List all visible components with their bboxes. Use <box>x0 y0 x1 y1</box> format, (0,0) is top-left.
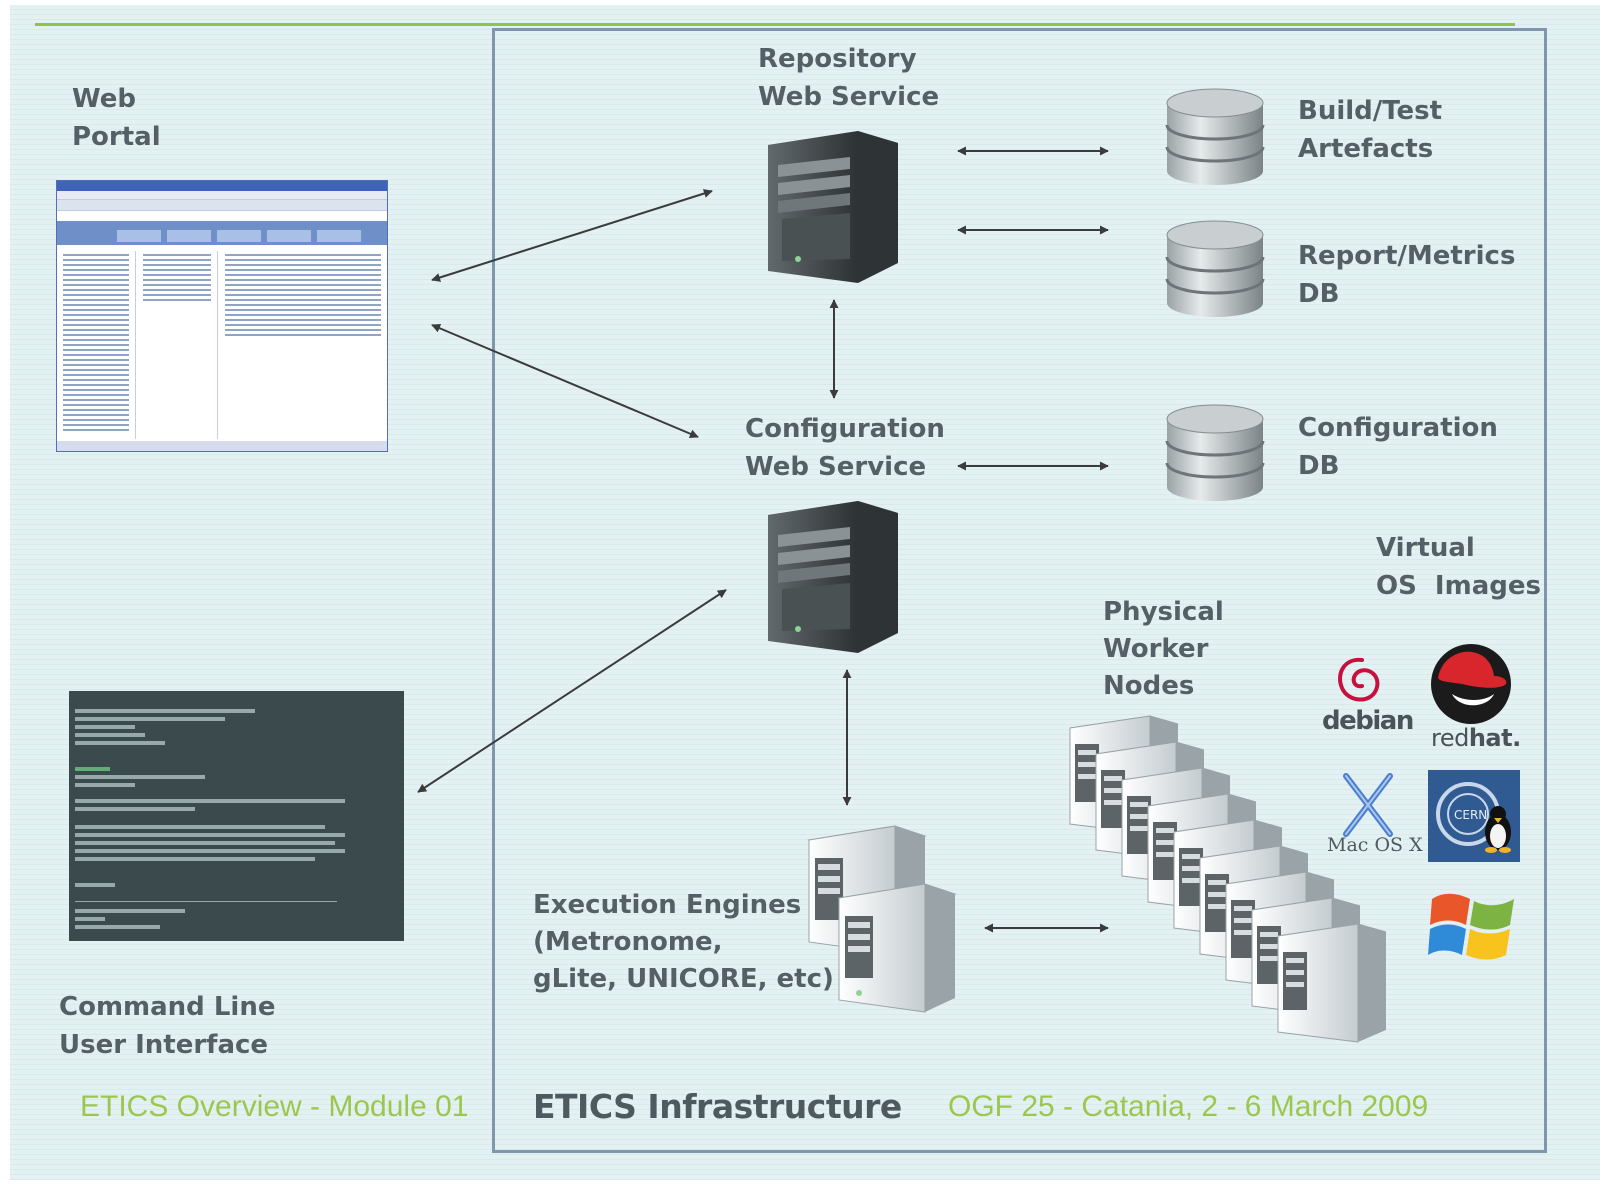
redhat-logo-text: redhat. <box>1431 724 1521 752</box>
slide-title: ETICS Infrastructure <box>533 1087 902 1126</box>
web-portal-label: Web Portal <box>72 84 161 152</box>
footer-course-module: ETICS Overview - Module 01 <box>80 1090 469 1123</box>
execution-engines-label: Execution Engines (Metronome, gLite, UNI… <box>533 890 834 994</box>
repository-web-service-label: Repository Web Service <box>758 44 940 112</box>
terminal-screenshot <box>69 691 404 941</box>
cern-linux-icon: CERN <box>1428 770 1520 862</box>
configuration-db-label: Configuration DB <box>1298 413 1498 481</box>
virtual-os-images-label: Virtual OS Images <box>1376 533 1541 601</box>
mac-os-x-logo-text: Mac OS X <box>1327 834 1423 856</box>
debian-logo-text: debian <box>1322 706 1414 736</box>
build-test-artefacts-db-icon <box>1165 88 1265 185</box>
report-metrics-db-icon <box>1165 220 1265 317</box>
configuration-web-service-label: Configuration Web Service <box>745 414 945 482</box>
report-metrics-db-label: Report/Metrics DB <box>1298 241 1516 309</box>
configuration-db-icon <box>1165 404 1265 501</box>
redhat-shadowman-icon <box>1431 644 1511 724</box>
repository-server-icon <box>768 131 898 283</box>
configuration-server-icon <box>768 501 898 653</box>
physical-worker-nodes-label: Physical Worker Nodes <box>1103 597 1224 701</box>
build-test-artefacts-label: Build/Test Artefacts <box>1298 96 1443 164</box>
cern-logo-text: CERN <box>1454 808 1487 822</box>
physical-worker-nodes-icon <box>1069 715 1387 1043</box>
top-accent-line <box>35 23 1515 26</box>
windows-logo-icon <box>1428 893 1514 960</box>
web-portal-screenshot <box>56 180 388 452</box>
command-line-label: Command Line User Interface <box>59 992 276 1060</box>
mac-os-x-icon <box>1343 773 1393 837</box>
footer-event-date: OGF 25 - Catania, 2 - 6 March 2009 <box>948 1090 1429 1123</box>
debian-swirl-icon <box>1338 657 1380 702</box>
execution-engines-server-icon <box>807 825 957 1013</box>
